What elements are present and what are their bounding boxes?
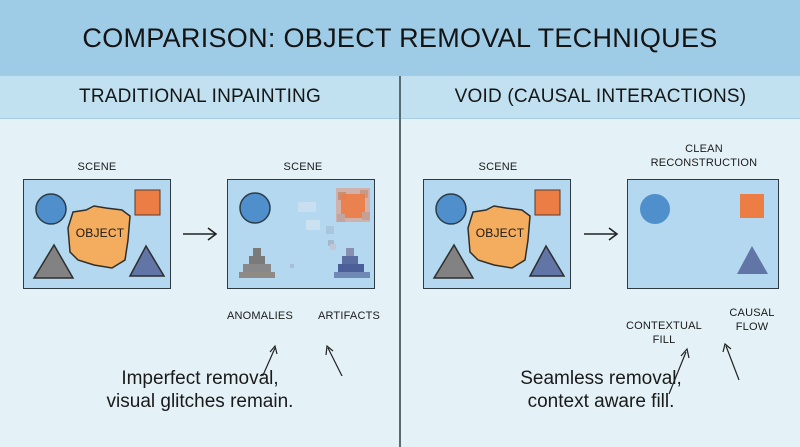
triangle-gray-shape xyxy=(432,243,475,279)
scene-with-object-right: OBJECT xyxy=(423,179,571,289)
object-label: OBJECT xyxy=(475,226,525,240)
caption-line-2: visual glitches remain. xyxy=(106,391,294,412)
scene-shapes xyxy=(432,189,566,279)
annotation-causal-line-1: CAUSAL xyxy=(729,307,775,319)
scene-label-after-line-1: CLEAN xyxy=(685,143,723,155)
scene-inpainted-glitchy xyxy=(227,179,375,289)
annotation-artifacts: ARTIFACTS xyxy=(317,310,381,322)
scene-shapes-clean xyxy=(640,194,768,274)
arrow-right-icon xyxy=(584,227,619,241)
object-blob xyxy=(467,205,531,269)
scene-label-after-line-2: RECONSTRUCTION xyxy=(650,157,758,169)
annotation-arrows-right xyxy=(668,342,740,395)
arrow-right-icon xyxy=(183,227,218,241)
annotation-arrows-left xyxy=(261,344,343,376)
triangle-blue-shape xyxy=(128,244,166,277)
scene-shapes-glitchy xyxy=(239,188,370,278)
scene-shapes xyxy=(32,189,166,279)
triangle-gray-shape xyxy=(32,243,75,279)
triangle-blue-shape xyxy=(737,246,768,274)
caption-line-2: context aware fill. xyxy=(527,391,675,412)
square-shape xyxy=(134,189,161,216)
scene-clean-reconstruction xyxy=(627,179,779,289)
caption-line-1: Imperfect removal, xyxy=(121,368,279,389)
annotation-contextual-line-2: FILL xyxy=(652,334,676,346)
panel-divider xyxy=(399,76,401,447)
annotation-contextual-fill: CONTEXTUAL FILL xyxy=(619,319,709,347)
caption-line-1: Seamless removal, xyxy=(520,368,682,389)
scene-with-object-left: OBJECT xyxy=(23,179,171,289)
caption-traditional: Imperfect removal, visual glitches remai… xyxy=(40,367,360,413)
scene-label-before: SCENE xyxy=(478,161,518,173)
annotation-anomalies: ANOMALIES xyxy=(227,310,293,322)
caption-void: Seamless removal, context aware fill. xyxy=(441,367,761,413)
square-shape xyxy=(534,189,561,216)
object-blob xyxy=(67,205,131,269)
triangle-blue-pixelated xyxy=(330,244,370,278)
square-shape xyxy=(740,194,764,218)
object-label: OBJECT xyxy=(75,226,125,240)
triangle-gray-pixelated xyxy=(239,248,275,278)
annotation-causal-line-2: FLOW xyxy=(735,321,769,333)
annotation-contextual-line-1: CONTEXTUAL xyxy=(626,320,702,332)
circle-shape xyxy=(640,194,670,224)
panel-void-causal: VOID (CAUSAL INTERACTIONS) SCENE CLEAN R… xyxy=(401,76,800,447)
annotation-causal-flow: CAUSAL FLOW xyxy=(719,306,785,334)
circle-shape xyxy=(435,193,467,225)
scene-label-after: CLEAN RECONSTRUCTION xyxy=(629,142,779,170)
page-title: COMPARISON: OBJECT REMOVAL TECHNIQUES xyxy=(0,0,800,76)
scene-label-before: SCENE xyxy=(77,161,117,173)
triangle-blue-shape xyxy=(528,244,566,277)
scene-label-after: SCENE xyxy=(283,161,323,173)
panel-header-void: VOID (CAUSAL INTERACTIONS) xyxy=(401,76,800,119)
circle-shape xyxy=(35,193,67,225)
panel-header-traditional: TRADITIONAL INPAINTING xyxy=(0,76,400,119)
circle-shape xyxy=(239,192,271,224)
panel-traditional-inpainting: TRADITIONAL INPAINTING SCENE SCENE OBJEC… xyxy=(0,76,400,447)
